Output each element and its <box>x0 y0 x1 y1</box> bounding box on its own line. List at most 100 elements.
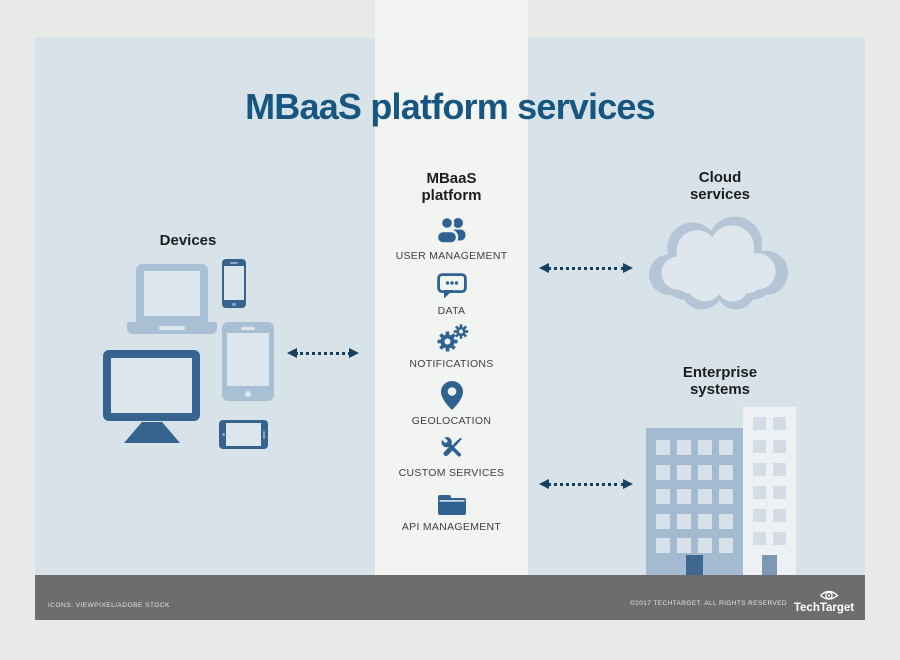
heading-line: platform <box>421 187 482 204</box>
building-window <box>773 417 786 430</box>
folder-icon <box>375 494 528 516</box>
dotted-line <box>547 266 625 270</box>
building-window <box>656 538 670 553</box>
service-user-management: USER MANAGEMENT <box>375 215 528 262</box>
building-window <box>698 464 712 480</box>
building-window <box>698 513 712 529</box>
tools-icon <box>375 433 528 462</box>
building-window <box>719 538 733 553</box>
building-window <box>753 509 766 522</box>
building-window <box>753 486 766 499</box>
building-window <box>773 532 786 545</box>
service-custom-services: CUSTOM SERVICES <box>375 433 528 479</box>
brand-name: TechTarget <box>793 602 855 614</box>
laptop-base <box>127 322 217 334</box>
mobile-landscape-icon <box>219 420 268 449</box>
dotted-line <box>295 351 351 355</box>
heading-line: systems <box>689 381 751 398</box>
cloud-icon <box>646 210 791 325</box>
office-building-large-icon <box>646 428 743 575</box>
phone-speaker <box>230 262 238 264</box>
map-pin-icon <box>375 381 528 410</box>
desktop-monitor-icon <box>103 350 200 421</box>
building-window <box>719 513 733 529</box>
tablet-home-button <box>245 391 251 397</box>
building-window <box>677 440 691 455</box>
building-window <box>719 464 733 480</box>
chat-bubble-icon <box>375 273 528 300</box>
footer-bar: ICONS: VIEWPIXEL/ADOBE STOCK ©2017 TECHT… <box>35 575 865 620</box>
service-label: USER MANAGEMENT <box>395 250 508 262</box>
arrowhead-right <box>623 479 633 489</box>
heading-line: services <box>689 186 751 203</box>
building-window <box>753 532 766 545</box>
laptop-icon <box>127 264 217 334</box>
smartphone-icon <box>222 259 246 308</box>
arrowhead-left <box>539 263 549 273</box>
service-label: NOTIFICATIONS <box>409 358 494 370</box>
service-label: GEOLOCATION <box>411 415 492 427</box>
heading-line: Cloud <box>698 169 742 186</box>
laptop-screen <box>136 264 208 322</box>
building-window <box>773 509 786 522</box>
building-window <box>698 440 712 455</box>
building-window <box>656 513 670 529</box>
building-window <box>773 463 786 476</box>
building-door <box>762 555 777 575</box>
building-window <box>753 417 766 430</box>
page-title: MBaaS platform services <box>245 86 656 127</box>
gears-icon <box>375 323 528 353</box>
laptop-display <box>144 271 200 316</box>
building-window <box>698 489 712 504</box>
service-api-management: API MANAGEMENT <box>375 494 528 533</box>
enterprise-systems-heading: Enterprise systems <box>620 364 820 398</box>
building-window <box>753 463 766 476</box>
arrowhead-left <box>287 348 297 358</box>
building-windows <box>753 417 786 545</box>
building-window <box>677 513 691 529</box>
building-window <box>677 489 691 504</box>
building-window <box>656 464 670 480</box>
building-window <box>773 486 786 499</box>
laptop-notch <box>159 326 185 330</box>
users-icon <box>375 215 528 245</box>
building-window <box>656 440 670 455</box>
building-window <box>719 489 733 504</box>
cloud-services-heading: Cloud services <box>620 169 820 203</box>
techtarget-logo: TechTarget <box>792 589 856 614</box>
eye-icon <box>820 590 839 600</box>
service-geolocation: GEOLOCATION <box>375 381 528 427</box>
landscape-home-button <box>221 432 225 437</box>
dotted-line <box>547 482 625 486</box>
arrowhead-right <box>349 348 359 358</box>
tablet-speaker <box>241 326 255 330</box>
platform-column-background <box>375 0 528 575</box>
arrowhead-right <box>623 263 633 273</box>
tablet-icon <box>222 322 274 401</box>
building-door <box>686 555 703 575</box>
heading-line: MBaaS <box>426 170 477 187</box>
building-window <box>698 538 712 553</box>
devices-heading: Devices <box>159 232 217 249</box>
icon-credit-text: ICONS: VIEWPIXEL/ADOBE STOCK <box>48 602 170 609</box>
landscape-display <box>226 423 261 446</box>
service-label: DATA <box>437 305 466 317</box>
service-data: DATA <box>375 273 528 317</box>
building-window <box>753 440 766 453</box>
tablet-display <box>227 333 269 386</box>
arrowhead-left <box>539 479 549 489</box>
service-notifications: NOTIFICATIONS <box>375 323 528 370</box>
platform-enterprise-arrow <box>539 478 633 490</box>
office-building-small-icon <box>743 407 796 575</box>
heading-line: Enterprise <box>682 364 758 381</box>
building-window <box>656 489 670 504</box>
platform-heading: MBaaS platform <box>375 170 528 204</box>
service-label: CUSTOM SERVICES <box>398 467 505 479</box>
building-window <box>677 464 691 480</box>
monitor-display <box>111 358 192 413</box>
devices-platform-arrow <box>287 347 359 359</box>
building-window <box>677 538 691 553</box>
phone-home-button <box>232 302 236 306</box>
copyright-text: ©2017 TECHTARGET. ALL RIGHTS RESERVED <box>630 600 787 607</box>
